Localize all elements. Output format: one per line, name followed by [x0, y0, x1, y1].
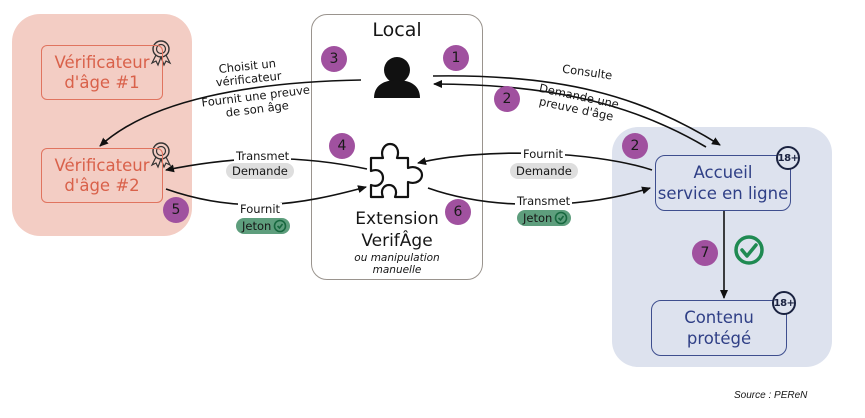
step-badge-5: 5	[163, 197, 189, 223]
step-badge-6: 6	[445, 199, 471, 225]
pill-token: Jeton	[236, 218, 291, 234]
extension-title-2: VerifÂge	[361, 231, 433, 251]
extension-title-1: Extension	[355, 209, 439, 229]
local-title: Local	[372, 19, 422, 41]
pill-request: Demande	[226, 163, 294, 179]
verifier-1-line1: Vérificateur	[54, 52, 150, 72]
check-circle-icon	[274, 219, 287, 233]
label-choose-verifier: Choisit un vérificateur	[212, 56, 284, 89]
service-content-line2: protégé	[686, 329, 752, 348]
age-18-badge: 18+	[772, 291, 796, 315]
pill-request-2: Demande	[510, 163, 578, 179]
extension-label: Extension VerifÂge ou manipulation manue…	[311, 208, 483, 276]
verifier-1-box: Vérificateur d'âge #1	[41, 45, 163, 100]
step-badge-7: 7	[692, 240, 718, 266]
step-badge-1: 1	[443, 45, 469, 71]
check-circle-icon	[555, 211, 568, 225]
age-18-badge: 18+	[776, 146, 800, 170]
verifier-2-line1: Vérificateur	[54, 155, 150, 175]
step-badge-2b: 2	[622, 133, 648, 159]
verifier-2-line2: d'âge #2	[64, 175, 140, 195]
step-badge-3: 3	[321, 46, 347, 72]
service-content-line1: Contenu	[684, 308, 754, 327]
verifier-2-box: Vérificateur d'âge #2	[41, 148, 163, 203]
label-provide-request: Fournit	[521, 147, 566, 161]
service-home-line1: Accueil	[693, 163, 753, 182]
label-transmit: Transmet	[234, 149, 292, 163]
source-caption: Source : PEReN	[734, 390, 808, 401]
step-badge-4: 4	[329, 133, 355, 159]
service-content-box: Contenu protégé	[651, 300, 787, 356]
pill-token-2: Jeton	[517, 210, 572, 226]
label-provide: Fournit	[238, 202, 283, 216]
pill-token-text: Jeton	[523, 211, 553, 225]
verifier-1-line2: d'âge #1	[64, 72, 140, 92]
extension-subtitle-1: ou manipulation	[354, 252, 440, 264]
extension-subtitle-2: manuelle	[372, 264, 422, 276]
pill-token-text: Jeton	[242, 219, 272, 233]
label-ask-proof: Demande une preuve d'âge	[533, 81, 622, 124]
step-badge-2: 2	[494, 86, 520, 112]
service-home-box: Accueil service en ligne	[655, 155, 791, 211]
label-consult: Consulte	[561, 61, 614, 83]
service-home-line2: service en ligne	[657, 184, 789, 203]
label-transmit-token: Transmet	[515, 194, 573, 208]
